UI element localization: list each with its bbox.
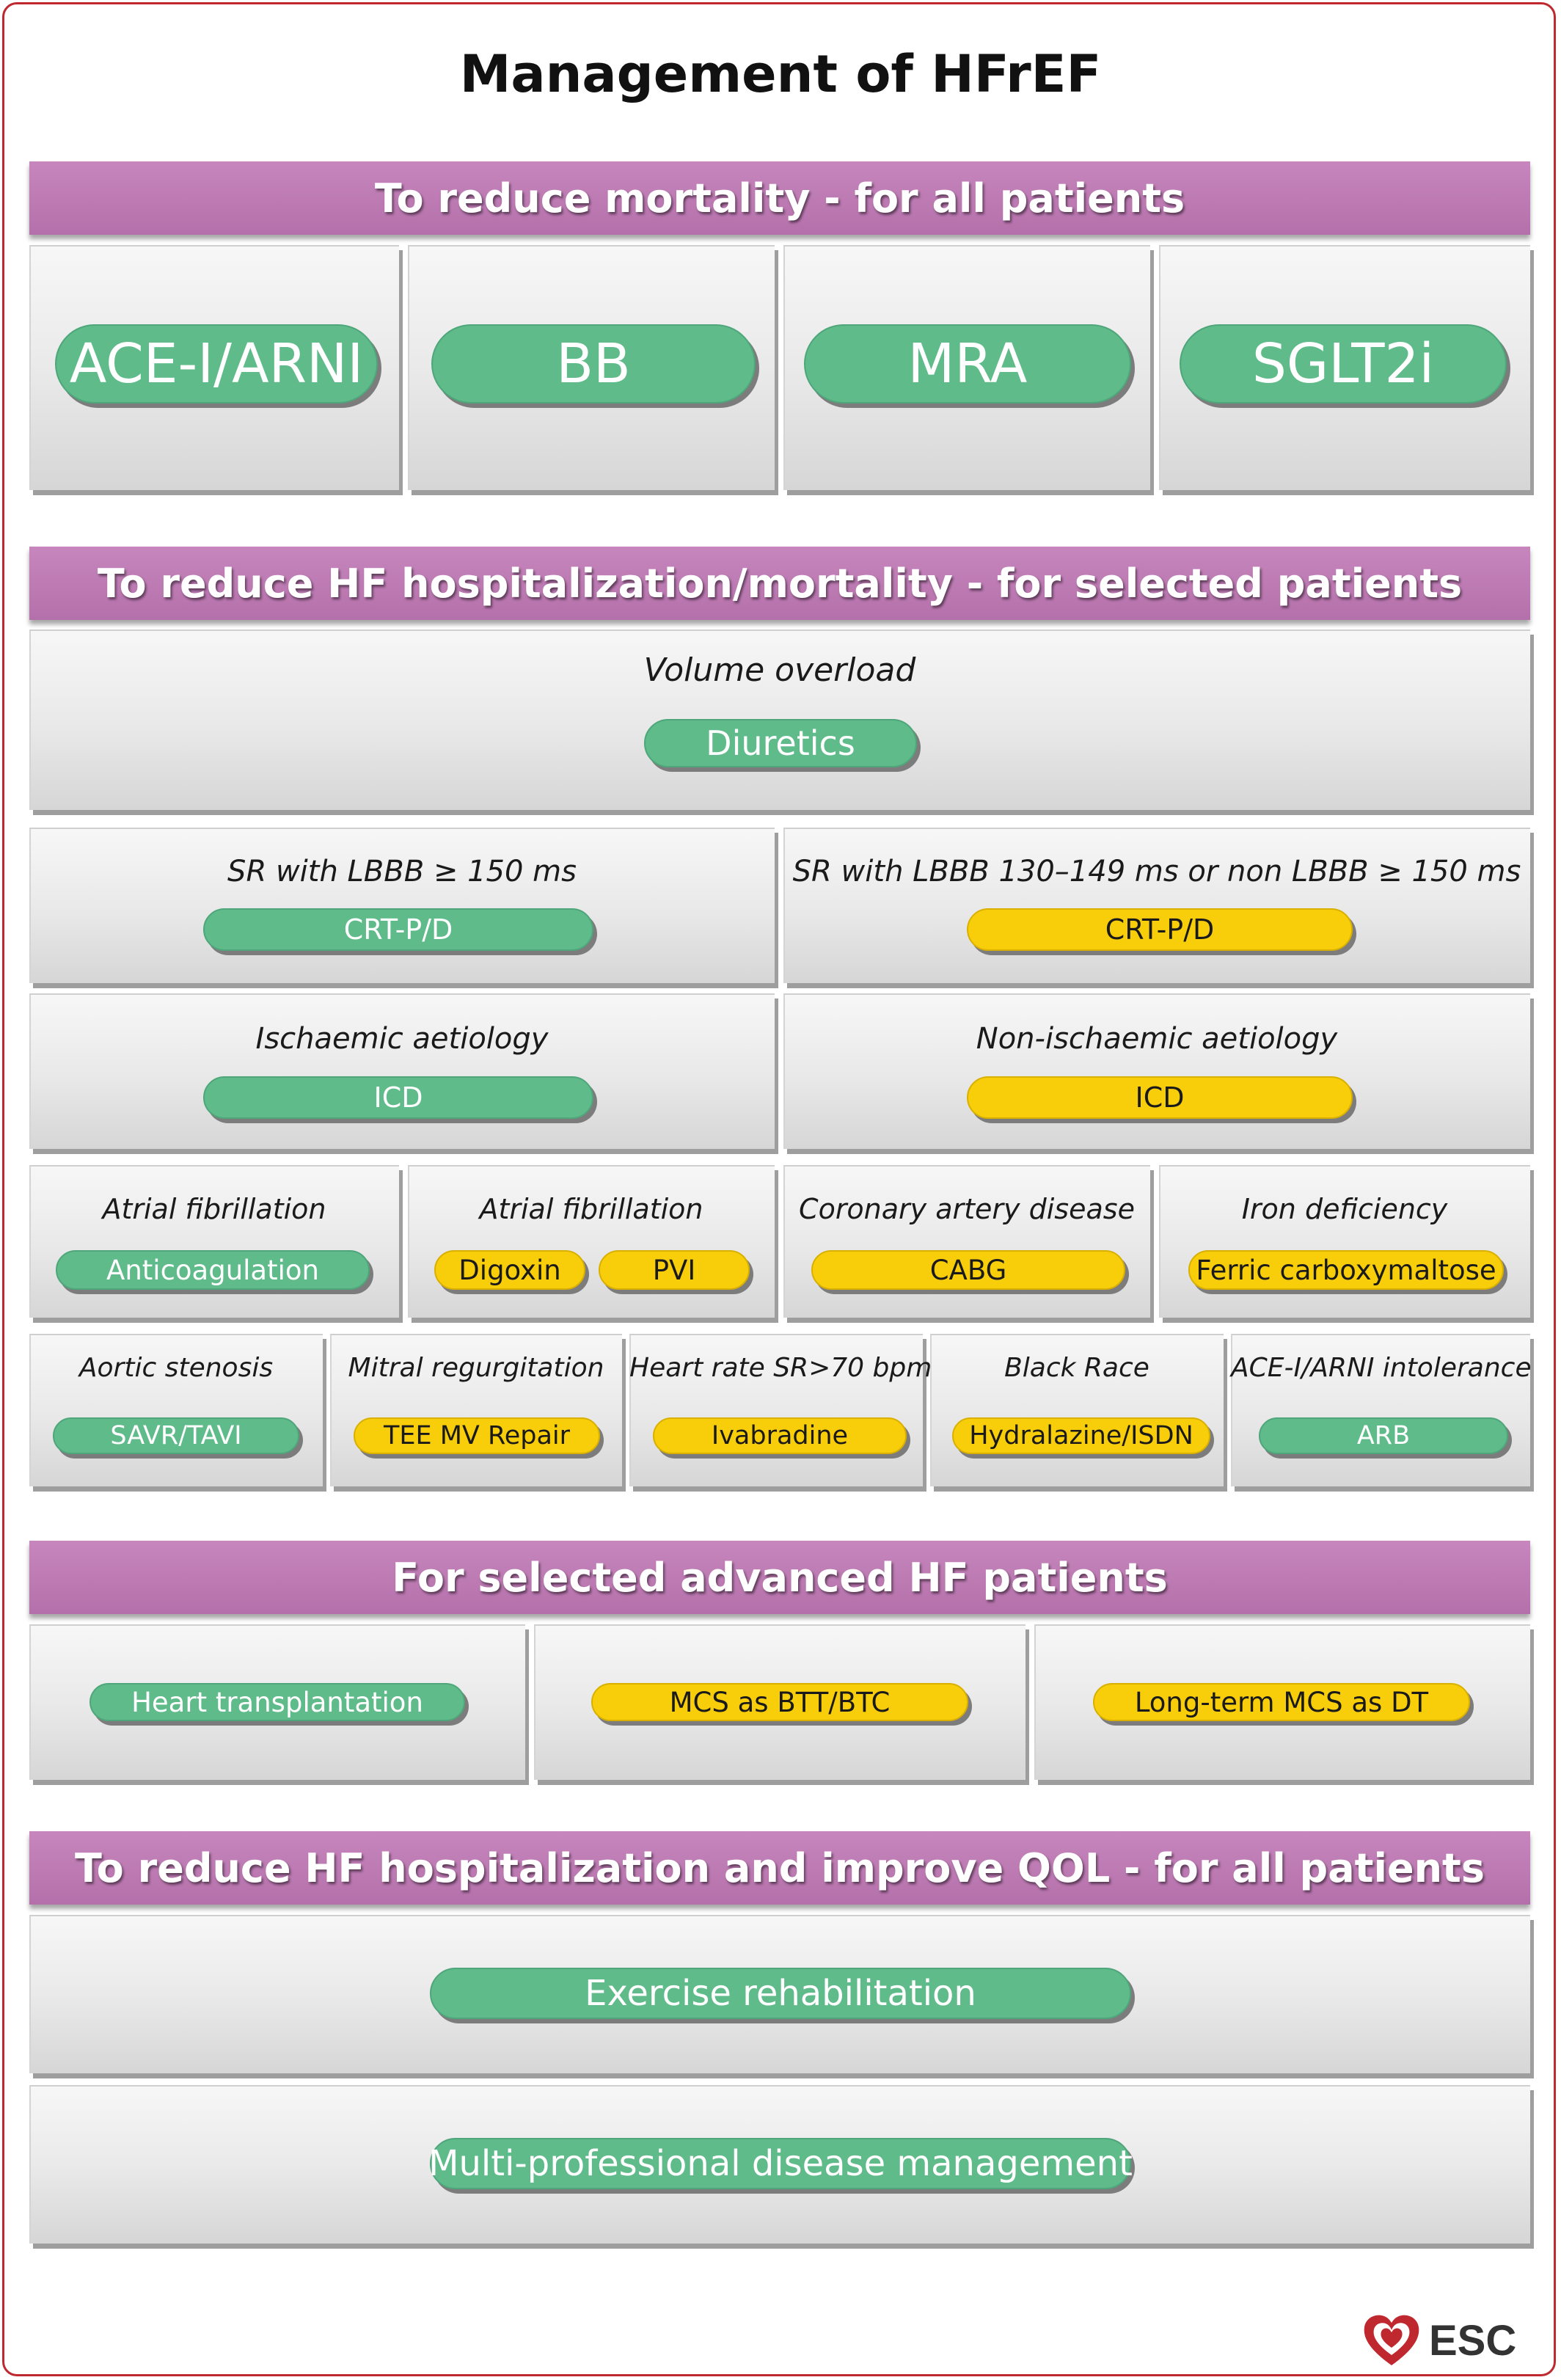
- label-crt-lbbb150: SR with LBBB ≥ 150 ms: [227, 855, 577, 888]
- section-header-selected: To reduce HF hospitalization/mortality -…: [29, 547, 1530, 620]
- label-crt-lbbb130: SR with LBBB 130–149 ms or non LBBB ≥ 15…: [792, 855, 1521, 888]
- panel-black-race: [930, 1334, 1224, 1486]
- section-header-qol: To reduce HF hospitalization and improve…: [29, 1831, 1530, 1905]
- pill-mcs-btt-btc: MCS as BTT/BTC: [591, 1683, 968, 1721]
- panel-iron: [1159, 1165, 1530, 1318]
- pill-icd-green: ICD: [203, 1076, 593, 1119]
- label-heart-rate: Heart rate SR>70 bpm: [629, 1353, 932, 1383]
- pill-savr-tavi: SAVR/TAVI: [53, 1417, 299, 1454]
- label-af-1: Atrial fibrillation: [102, 1193, 326, 1225]
- label-cad: Coronary artery disease: [799, 1193, 1135, 1225]
- pill-exercise-rehabilitation: Exercise rehabilitation: [430, 1968, 1131, 2019]
- section-header-mortality: To reduce mortality - for all patients: [29, 161, 1530, 235]
- panel-crt-lbbb130: [783, 828, 1530, 983]
- panel-aortic-stenosis: [29, 1334, 323, 1486]
- pill-diuretics: Diuretics: [644, 719, 917, 767]
- pill-ferric-carboxymaltose: Ferric carboxymaltose: [1188, 1250, 1504, 1290]
- panel-icd-non-ischaemic: [783, 993, 1530, 1149]
- pill-arb: ARB: [1259, 1417, 1508, 1454]
- label-iron: Iron deficiency: [1241, 1193, 1448, 1225]
- pill-heart-transplantation: Heart transplantation: [89, 1683, 465, 1721]
- pill-crt-yellow: CRT-P/D: [967, 908, 1353, 951]
- drug-pill-sglt2i: SGLT2i: [1180, 324, 1507, 404]
- pill-pvi: PVI: [599, 1250, 750, 1290]
- panel-crt-lbbb150: [29, 828, 775, 983]
- drug-pill-acei-arni: ACE-I/ARNI: [55, 324, 378, 404]
- pill-multi-professional-management: Multi-professional disease management: [428, 2138, 1133, 2189]
- drug-pill-mra: MRA: [804, 324, 1131, 404]
- label-af-2: Atrial fibrillation: [479, 1193, 703, 1225]
- label-arb: ACE-I/ARNI intolerance: [1231, 1353, 1532, 1383]
- panel-heart-rate: [629, 1334, 923, 1486]
- panel-arb: [1231, 1334, 1530, 1486]
- label-volume-overload: Volume overload: [643, 651, 916, 689]
- label-non-ischaemic: Non-ischaemic aetiology: [976, 1022, 1338, 1056]
- label-ischaemic: Ischaemic aetiology: [255, 1022, 549, 1056]
- pill-crt-green: CRT-P/D: [203, 908, 593, 951]
- pill-hydralazine-isdn: Hydralazine/ISDN: [952, 1417, 1210, 1454]
- esc-logo-text: ESC: [1429, 2316, 1517, 2365]
- pill-tee-mv-repair: TEE MV Repair: [354, 1417, 600, 1454]
- label-aortic-stenosis: Aortic stenosis: [78, 1353, 274, 1383]
- pill-anticoagulation: Anticoagulation: [56, 1250, 370, 1290]
- pill-digoxin: Digoxin: [434, 1250, 585, 1290]
- esc-logo: ESC: [1361, 2311, 1538, 2370]
- esc-heart-icon: [1364, 2315, 1419, 2365]
- panel-af-anticoag: [29, 1165, 399, 1318]
- pill-long-term-mcs-dt: Long-term MCS as DT: [1093, 1683, 1470, 1721]
- pill-cabg: CABG: [811, 1250, 1125, 1290]
- label-mitral-regurgitation: Mitral regurgitation: [348, 1353, 604, 1383]
- panel-af-rate: [408, 1165, 775, 1318]
- section-header-advanced: For selected advanced HF patients: [29, 1541, 1530, 1614]
- label-black-race: Black Race: [1004, 1353, 1149, 1383]
- diagram-title: Management of HFrEF: [459, 44, 1102, 104]
- panel-cad: [783, 1165, 1150, 1318]
- panel-icd-ischaemic: [29, 993, 775, 1149]
- pill-ivabradine: Ivabradine: [653, 1417, 907, 1454]
- pill-icd-yellow: ICD: [967, 1076, 1353, 1119]
- panel-mitral-regurgitation: [330, 1334, 622, 1486]
- drug-pill-bb: BB: [431, 324, 756, 404]
